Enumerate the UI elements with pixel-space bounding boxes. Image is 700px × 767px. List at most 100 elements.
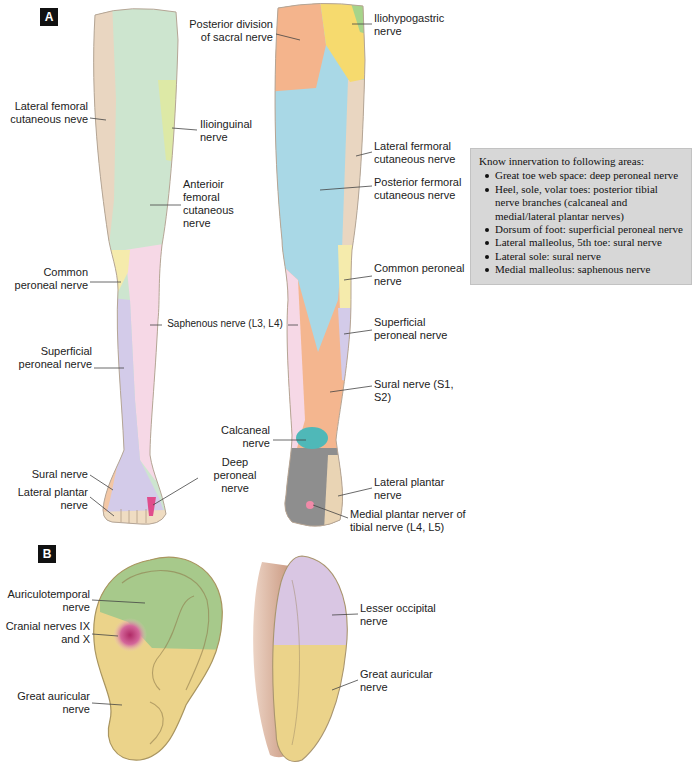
dermatome-region	[147, 497, 156, 516]
leader-line	[330, 386, 372, 392]
toe-lines	[146, 509, 147, 523]
note-heading: Know innervation to following areas:	[479, 155, 683, 168]
note-bullet: Lateral malleolus, 5th toe: sural nerve	[479, 236, 683, 249]
ear-contour	[292, 580, 300, 745]
nerve-label: Lateral femoral cutaneous neve	[4, 100, 88, 126]
ear-contour	[122, 571, 209, 690]
dermatome-region	[306, 501, 314, 509]
leader-line	[92, 600, 145, 603]
nerve-label: Lateral plantar nerve	[4, 486, 88, 512]
dermatome-region	[296, 427, 328, 449]
dermatome-region	[70, 0, 200, 540]
ear-region	[85, 545, 235, 765]
leader-line	[344, 276, 372, 280]
nerve-label: Lateral fermoral cutaneous nerve	[374, 140, 468, 166]
ear-outline	[273, 556, 348, 761]
leader-line	[344, 330, 372, 334]
panel-letter-box: B	[38, 545, 56, 563]
dermatome-region	[324, 455, 352, 530]
leader-line	[90, 118, 106, 120]
nerve-label: Lesser occipital nerve	[360, 602, 452, 628]
nerve-label: Posterior fermoral cutaneous nerve	[374, 176, 468, 202]
dermatome-region	[70, 0, 116, 255]
ear-contour	[153, 596, 195, 690]
leader-line	[320, 186, 372, 190]
ear-outline	[94, 557, 223, 760]
leader-line	[356, 152, 372, 156]
nerve-label: Posterior division of sacral nerve	[181, 18, 273, 44]
leg-outline	[94, 9, 178, 525]
nerve-label: Superficial peroneal nerve	[374, 316, 468, 342]
toe-lines	[137, 510, 138, 523]
toe-lines	[121, 509, 122, 522]
leader-line	[150, 325, 162, 326]
dermatome-region	[158, 80, 190, 165]
leader-line	[90, 475, 113, 490]
leader-line	[94, 368, 124, 369]
dermatome-region	[265, 0, 385, 352]
nerve-label: Lateral plantar nerve	[374, 476, 468, 502]
ear-region	[85, 545, 235, 765]
leader-line	[352, 24, 372, 25]
panel-letter: B	[43, 548, 52, 560]
leader-line	[338, 488, 372, 496]
nerve-label: Common peroneal nerve	[374, 262, 468, 288]
ear-region	[270, 545, 355, 765]
dermatome-region	[265, 0, 326, 92]
leader-line	[92, 634, 118, 636]
ear-contour	[122, 571, 209, 744]
leader-line	[92, 703, 122, 705]
panel-letter-box: A	[40, 8, 58, 26]
leader-line	[172, 128, 197, 130]
nerve-label: Ilioinguinal nerve	[200, 118, 270, 144]
anterior-leg	[70, 0, 200, 540]
leader-line	[332, 614, 358, 615]
nerve-label: Saphenous nerve (L3, L4)	[164, 318, 286, 330]
nerve-label: Sural nerve	[4, 468, 88, 481]
note-bullet: Medial malleolus: saphenous nerve	[479, 263, 683, 276]
dermatome-region	[265, 0, 385, 540]
dermatome-region	[70, 0, 200, 540]
note-bullet: Heel, sole, volar toes: posterior tibial…	[479, 183, 683, 223]
nerve-label: Sural nerve (S1, S2)	[374, 378, 468, 404]
ear-posterior	[253, 545, 355, 765]
dermatome-region	[98, 510, 170, 530]
leader-line	[276, 34, 300, 40]
leader-line	[288, 325, 298, 326]
nerve-label: Auriculotemporal nerve	[2, 588, 90, 614]
nerve-label: Great auricular nerve	[2, 690, 90, 716]
ear-lateral	[85, 545, 235, 765]
leader-line	[90, 282, 121, 283]
nerve-label: Cranial nerves IX and X	[2, 620, 90, 646]
leader-line	[153, 478, 198, 505]
nerve-label: Iliohypogastric nerve	[374, 12, 468, 38]
posterior-leg	[265, 0, 385, 540]
nerve-label: Common peroneal nerve	[4, 266, 88, 292]
ear-contour	[150, 702, 163, 744]
ear-region	[270, 545, 355, 765]
leg-outline	[275, 3, 365, 526]
ear-region	[113, 618, 147, 652]
nerve-label: Superficial peroneal nerve	[4, 345, 92, 371]
note-bullet: Lateral sole: sural nerve	[479, 250, 683, 263]
leader-line	[332, 680, 358, 690]
leader-line	[150, 205, 181, 206]
nerve-label: Medial plantar nerver of tibial nerve (L…	[350, 508, 468, 534]
nerve-label: Deep peroneal nerve	[200, 456, 270, 495]
note-bullet: Dorsum of foot: superficial peroneal ner…	[479, 223, 683, 236]
nerve-label: Anterioir femoral cutaneous nerve	[183, 178, 249, 230]
leader-line	[90, 24, 372, 705]
note-bullet: Great toe web space: deep peroneal nerve	[479, 169, 683, 182]
toe-lines	[121, 509, 146, 523]
dermatome-region	[265, 0, 385, 540]
nerve-label: Great auricular nerve	[360, 668, 452, 694]
nerve-label: Calcaneal nerve	[200, 424, 270, 450]
toe-lines	[129, 510, 130, 523]
note-box: Know innervation to following areas:Grea…	[470, 148, 692, 285]
leader-line	[90, 497, 114, 516]
leader-line	[313, 505, 348, 518]
leader-line	[273, 440, 306, 441]
